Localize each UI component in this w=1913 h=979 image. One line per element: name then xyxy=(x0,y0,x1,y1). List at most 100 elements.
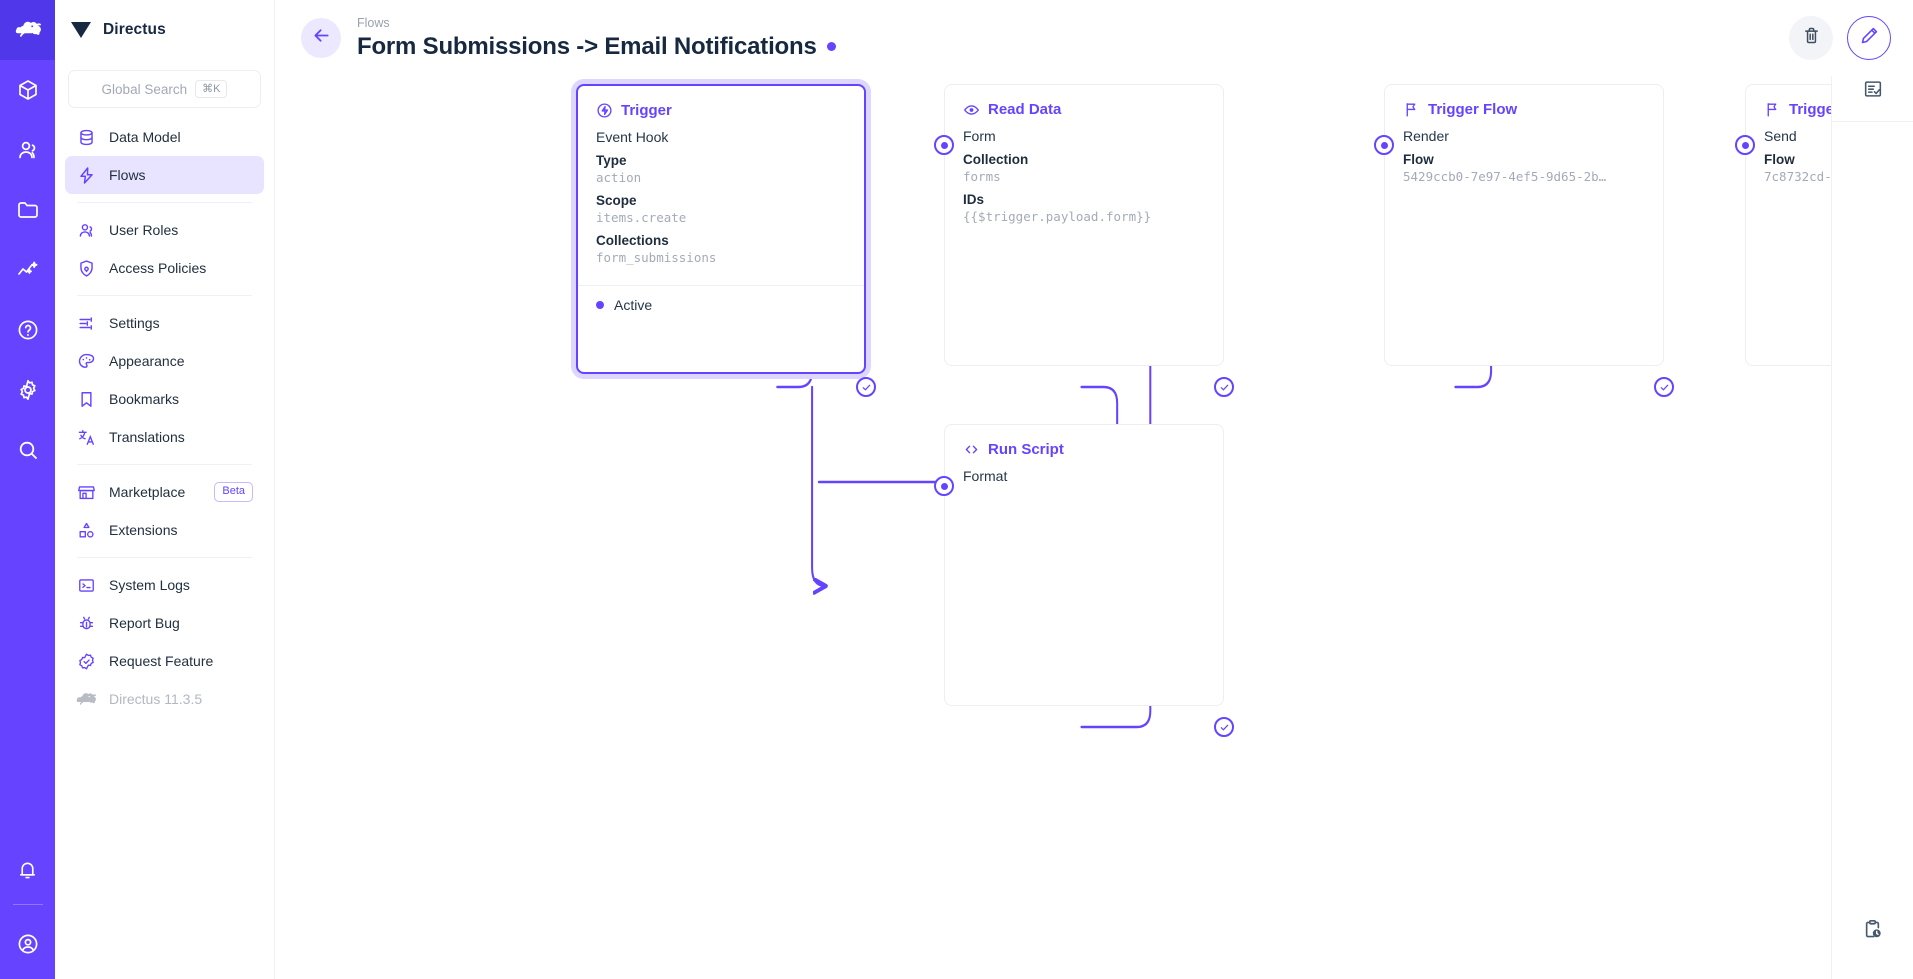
rail-item-notifications[interactable] xyxy=(0,840,55,900)
field-value: 5429ccb0-7e97-4ef5-9d65-2b… xyxy=(1403,169,1607,184)
flow-canvas[interactable]: Trigger Event Hook Type action Scope ite… xyxy=(275,76,1831,979)
status-badge xyxy=(826,42,836,52)
port-trigger-flow-send-input[interactable] xyxy=(1735,135,1755,155)
port-run-script-resolve[interactable] xyxy=(1214,717,1234,737)
back-button[interactable] xyxy=(301,18,341,58)
node-header: Trigger Flow xyxy=(1385,85,1663,128)
node-subtitle: Event Hook xyxy=(596,129,669,145)
sidebar-item-label: User Roles xyxy=(109,222,179,238)
sidebar-item-user-roles[interactable]: User Roles xyxy=(65,211,264,249)
rail-item-account[interactable] xyxy=(0,909,55,979)
port-dot-icon xyxy=(1380,141,1388,149)
sidebar-item-label: Request Feature xyxy=(109,653,214,669)
settings-sidebar: Directus Global Search ⌘K Data Model xyxy=(55,0,275,979)
sidebar-item-report-bug[interactable]: Report Bug xyxy=(65,604,264,642)
sidebar-item-translations[interactable]: Translations xyxy=(65,418,264,456)
storefront-icon xyxy=(76,482,96,502)
translate-icon xyxy=(76,427,96,447)
port-trigger-resolve[interactable] xyxy=(856,377,876,397)
code-icon xyxy=(963,441,980,458)
global-search-shortcut: ⌘K xyxy=(195,79,228,99)
directus-logo-mark-icon xyxy=(71,22,91,38)
brand-name: Directus xyxy=(103,21,166,38)
node-subtitle: Send xyxy=(1764,128,1797,144)
node-title: Trigger Flow xyxy=(1428,101,1518,118)
field-value: 7c8732cd-9d9e-44be-a3f6-89… xyxy=(1764,169,1831,184)
rail-item-insights[interactable] xyxy=(0,240,55,300)
node-title: Run Script xyxy=(988,441,1064,458)
pencil-icon xyxy=(1859,25,1880,51)
node-title: Trigger xyxy=(621,102,672,119)
flow-node-read-data[interactable]: Read Data Form Collection forms IDs {{$t… xyxy=(944,84,1224,366)
flow-node-trigger[interactable]: Trigger Event Hook Type action Scope ite… xyxy=(576,84,866,374)
port-trigger-flow-render-resolve[interactable] xyxy=(1654,377,1674,397)
node-body: Render Flow 5429ccb0-7e97-4ef5-9d65-2b… xyxy=(1385,128,1663,198)
rail-item-users[interactable] xyxy=(0,120,55,180)
port-read-data-resolve[interactable] xyxy=(1214,377,1234,397)
port-read-data-input[interactable] xyxy=(934,135,954,155)
port-dot-icon xyxy=(940,141,948,149)
main-content: Flows Form Submissions -> Email Notifica… xyxy=(275,0,1913,979)
question-circle-icon xyxy=(16,318,40,342)
sidebar-item-flows[interactable]: Flows xyxy=(65,156,264,194)
flow-node-run-script[interactable]: Run Script Format xyxy=(944,424,1224,706)
rail-item-docs[interactable] xyxy=(0,300,55,360)
rail-item-search[interactable] xyxy=(0,420,55,480)
trigger-icon xyxy=(596,102,613,119)
sidebar-item-settings[interactable]: Settings xyxy=(65,304,264,342)
port-run-script-input[interactable] xyxy=(934,476,954,496)
field-value: action xyxy=(596,170,642,185)
flow-runs-button[interactable] xyxy=(1832,884,1913,979)
right-sidebar-divider xyxy=(1831,121,1913,122)
flow-node-trigger-flow-send[interactable]: Trigger Flow Send Flow 7c8732cd-9d9e-44b… xyxy=(1745,84,1831,366)
sidebar-item-label: Data Model xyxy=(109,129,181,145)
sidebar-item-label: Appearance xyxy=(109,353,185,369)
rail-item-content[interactable] xyxy=(0,60,55,120)
edit-flow-button[interactable] xyxy=(1847,16,1891,60)
directus-logo-button[interactable] xyxy=(0,0,55,60)
sidebar-item-marketplace[interactable]: Marketplace Beta xyxy=(65,473,264,511)
sidebar-item-version: Directus 11.3.5 xyxy=(65,680,264,718)
sidebar-item-request-feature[interactable]: Request Feature xyxy=(65,642,264,680)
title-row: Form Submissions -> Email Notifications xyxy=(357,33,836,61)
page-title: Form Submissions -> Email Notifications xyxy=(357,32,817,60)
title-block: Flows Form Submissions -> Email Notifica… xyxy=(357,15,836,60)
sidebar-divider xyxy=(77,202,252,203)
node-header: Trigger Flow xyxy=(1746,85,1831,128)
logs-sidebar-toggle[interactable] xyxy=(1832,61,1913,121)
sidebar-item-system-logs[interactable]: System Logs xyxy=(65,566,264,604)
delete-flow-button[interactable] xyxy=(1789,16,1833,60)
node-subtitle: Render xyxy=(1403,128,1449,144)
rail-item-settings[interactable] xyxy=(0,360,55,420)
node-header: Read Data xyxy=(945,85,1223,128)
port-trigger-flow-render-input[interactable] xyxy=(1374,135,1394,155)
global-search-input[interactable]: Global Search ⌘K xyxy=(68,70,261,108)
people-icon xyxy=(16,138,40,162)
sidebar-item-label: Directus 11.3.5 xyxy=(109,691,203,707)
sidebar-item-access-policies[interactable]: Access Policies xyxy=(65,249,264,287)
node-subtitle: Form xyxy=(963,128,996,144)
breadcrumb[interactable]: Flows xyxy=(357,16,390,31)
field-key: Collections xyxy=(596,233,669,248)
right-sidebar xyxy=(1831,0,1913,979)
rabbit-icon xyxy=(76,689,96,709)
database-icon xyxy=(76,127,96,147)
status-dot-icon xyxy=(596,301,604,309)
sidebar-item-data-model[interactable]: Data Model xyxy=(65,118,264,156)
edge-trigger-to-run-script xyxy=(811,385,826,586)
sidebar-item-bookmarks[interactable]: Bookmarks xyxy=(65,380,264,418)
people-icon xyxy=(76,220,96,240)
sidebar-item-appearance[interactable]: Appearance xyxy=(65,342,264,380)
sidebar-item-label: Marketplace xyxy=(109,484,186,500)
node-header: Trigger xyxy=(578,86,864,129)
bug-icon xyxy=(76,613,96,633)
eye-icon xyxy=(963,101,980,118)
rail-divider xyxy=(12,904,43,905)
flow-node-trigger-flow-render[interactable]: Trigger Flow Render Flow 5429ccb0-7e97-4… xyxy=(1384,84,1664,366)
field-key: Scope xyxy=(596,193,637,208)
rail-item-files[interactable] xyxy=(0,180,55,240)
sidebar-item-label: Bookmarks xyxy=(109,391,180,407)
sidebar-item-extensions[interactable]: Extensions xyxy=(65,511,264,549)
field-value: forms xyxy=(963,169,1001,184)
